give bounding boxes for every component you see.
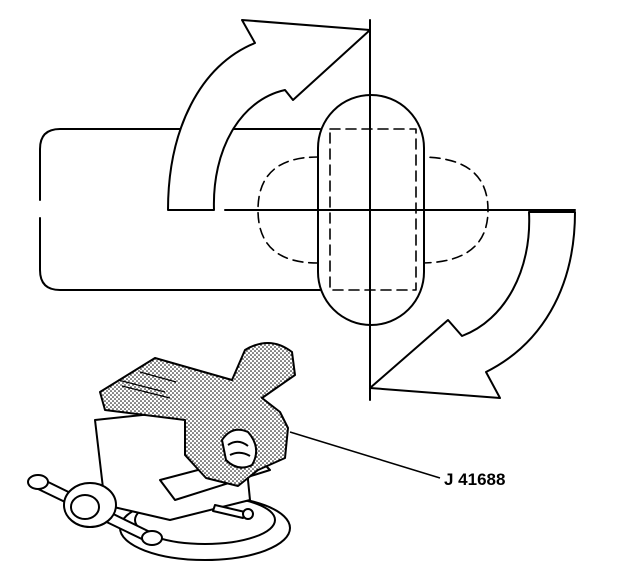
tool-j41688: [99, 342, 296, 487]
tool-bore: [221, 428, 258, 469]
handle-knob-bottom: [141, 530, 163, 546]
lower-rotation-arrow: [369, 211, 576, 399]
lock-handle: [212, 504, 246, 519]
tool-markings: [117, 371, 177, 399]
tool-callout-label: J 41688: [444, 470, 506, 489]
lock-knob: [242, 508, 254, 520]
handle-knob-top: [27, 474, 49, 490]
upper-rotation-arrow: [167, 19, 371, 211]
tool-bore-detail: [227, 440, 251, 457]
vise-screw-cap: [70, 494, 100, 520]
bar-outline: [39, 128, 321, 291]
callout-leader-line: [289, 431, 441, 479]
